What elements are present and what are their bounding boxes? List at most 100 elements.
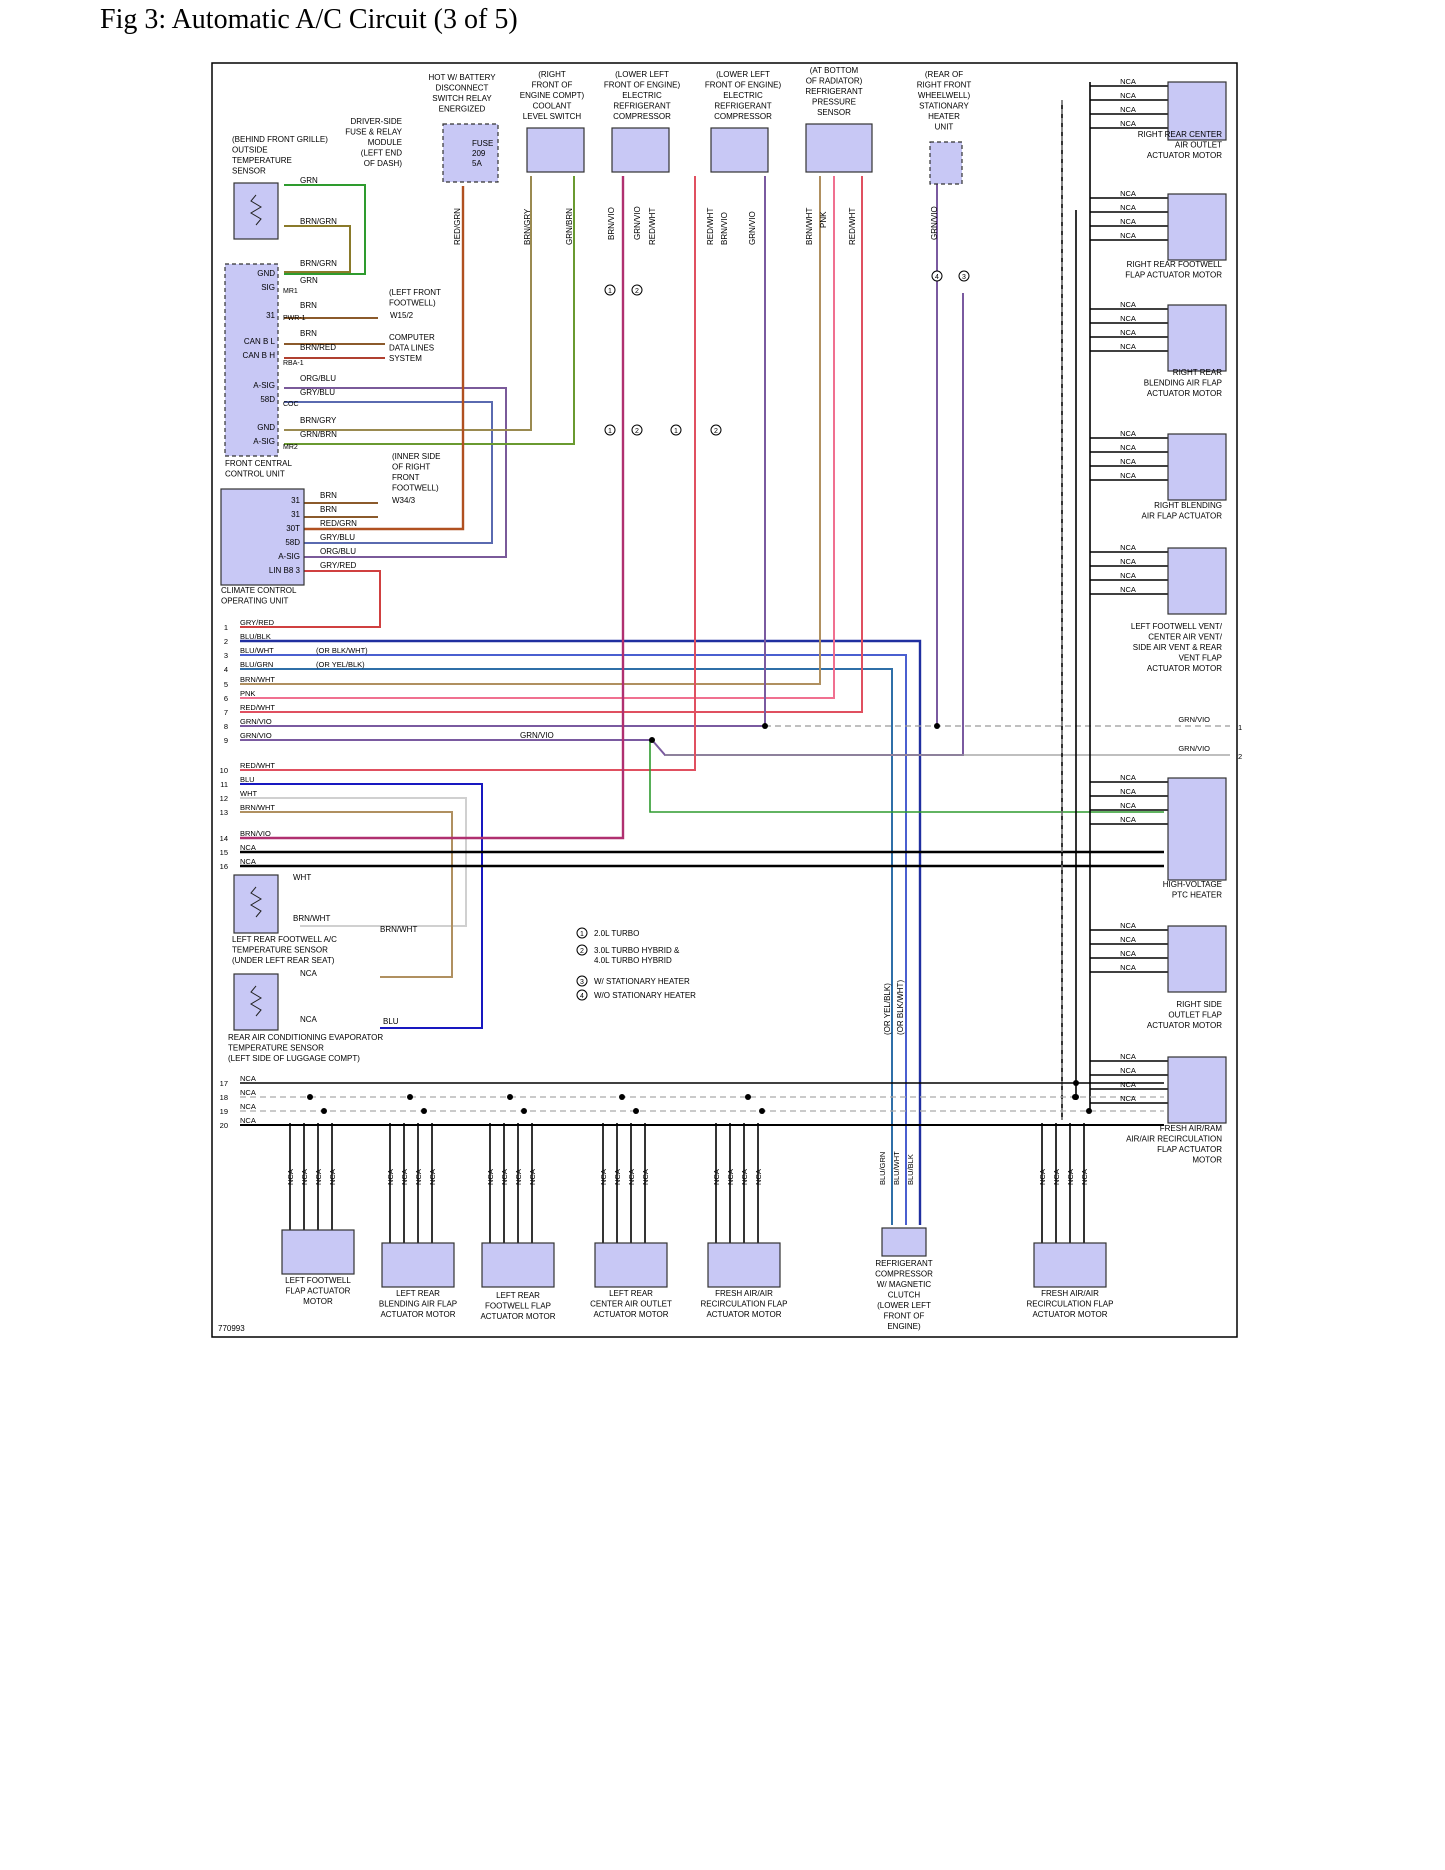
- fcu-pin: SIG: [261, 283, 275, 292]
- bottom-component-label-line: REFRIGERANT: [875, 1259, 932, 1268]
- bus-row-number: 1: [224, 623, 228, 632]
- wire-label: NCA: [300, 969, 318, 978]
- legend-marker: [576, 989, 588, 1001]
- top-component-label-line: COOLANT: [533, 102, 572, 111]
- wire-blu: [240, 783, 483, 1029]
- wire-red-wht: [240, 176, 696, 771]
- bus-row-wire: GRN/VIO: [240, 717, 272, 726]
- bus-row-wire: RED/WHT: [240, 761, 275, 770]
- bus-row-number: 7: [224, 708, 228, 717]
- right-component-label-line: OUTLET FLAP: [1168, 1011, 1222, 1020]
- wire-grn-vio: [651, 293, 964, 756]
- bus-row-wire: GRY/RED: [240, 618, 275, 627]
- thermistor-symbol: [250, 985, 262, 1017]
- bus-row-number: 16: [220, 862, 228, 871]
- bottom-pin-code: NCA: [528, 1169, 537, 1185]
- bus-row-number: 19: [220, 1107, 228, 1116]
- output-number: 1: [1238, 723, 1242, 732]
- splice-dot: [1073, 1080, 1079, 1086]
- splice-dot: [762, 723, 768, 729]
- bus-row-number: 18: [220, 1093, 228, 1102]
- bottom-pin-code: NCA: [500, 1169, 509, 1185]
- bus-row-number: 11: [220, 780, 228, 789]
- wire-label: (OR BLK/WHT): [896, 980, 905, 1035]
- output-number: 2: [1238, 752, 1242, 761]
- right-pin-code: NCA: [1120, 119, 1136, 128]
- wire-label: BRN/WHT: [805, 208, 814, 245]
- bottom-pin-code: NCA: [514, 1169, 523, 1185]
- bottom-pin-code: NCA: [386, 1169, 395, 1185]
- bottom-component-label-line: LEFT REAR: [396, 1289, 440, 1298]
- lrf-sensor-label-line: LEFT REAR FOOTWELL A/C: [232, 935, 337, 944]
- pressure-sensor: [805, 123, 873, 173]
- right-pin-code: NCA: [1120, 1052, 1136, 1061]
- wire-red-wht: [240, 176, 863, 713]
- right-component-label-line: RIGHT REAR FOOTWELL: [1127, 260, 1223, 269]
- option-marker-num: 1: [608, 288, 612, 295]
- ccu-pin: 31: [291, 496, 300, 505]
- bottom-pin-code: NCA: [613, 1169, 622, 1185]
- ccu-pin: LIN B8 3: [269, 566, 301, 575]
- wire-label: BLU/GRN: [878, 1152, 887, 1185]
- right-component-label-line: AIR OUTLET: [1175, 141, 1222, 150]
- right-pin-code: NCA: [1120, 443, 1136, 452]
- bus-row-wire: BRN/WHT: [240, 675, 275, 684]
- components-layer: [220, 81, 1227, 1288]
- connector-label: MR2: [283, 444, 298, 451]
- output-wire: GRN/VIO: [1178, 715, 1210, 724]
- right-pin-code: NCA: [1120, 105, 1136, 114]
- wire-label: RED/GRN: [320, 519, 357, 528]
- wire-label: BLU/BLK: [906, 1154, 915, 1185]
- bottom-pin-code: NCA: [740, 1169, 749, 1185]
- legend-text-line: 3.0L TURBO HYBRID &: [594, 946, 680, 955]
- right-pin-code: NCA: [1120, 1066, 1136, 1075]
- bottom-component-label-line: LEFT FOOTWELL: [285, 1276, 351, 1285]
- wire-blu-grn: [240, 668, 893, 1225]
- top-component-label-line: SENSOR: [817, 108, 851, 117]
- bus-row-wire: NCA: [240, 1102, 256, 1111]
- splice-dot: [745, 1094, 751, 1100]
- right-pin-code: NCA: [1120, 1094, 1136, 1103]
- wire-label: GRN/VIO: [930, 206, 939, 240]
- right-pin-code: NCA: [1120, 787, 1136, 796]
- wire-label: BRN/WHT: [380, 925, 417, 934]
- wire-red-grn: [304, 186, 465, 531]
- option-marker-num: 2: [635, 428, 639, 435]
- right-pin-code: NCA: [1120, 231, 1136, 240]
- wire-label: BRN/GRN: [300, 217, 337, 226]
- legend-text-line: W/O STATIONARY HEATER: [594, 991, 696, 1000]
- right-component-label-line: RIGHT REAR CENTER: [1138, 130, 1223, 139]
- wire-label: BRN: [300, 329, 317, 338]
- thermistor-symbol: [250, 194, 262, 226]
- bottom-component-label-line: CENTER AIR OUTLET: [590, 1300, 672, 1309]
- side-note-line: FRONT: [392, 473, 420, 482]
- bottom-actuator-box: [381, 1242, 455, 1288]
- right-pin-code: NCA: [1120, 935, 1136, 944]
- bus-row-wire: BRN/WHT: [240, 803, 275, 812]
- lrf-sensor-label-line: (UNDER LEFT REAR SEAT): [232, 956, 335, 965]
- right-component-label-line: ACTUATOR MOTOR: [1147, 389, 1222, 398]
- right-component-label-line: FLAP ACTUATOR MOTOR: [1125, 271, 1222, 280]
- top-component-label-line: ENERGIZED: [439, 105, 486, 114]
- bottom-actuator-box: [707, 1242, 781, 1288]
- wire-label: BLU: [383, 1017, 399, 1026]
- side-note-line: OF RIGHT: [392, 463, 430, 472]
- bus-row-number: 4: [224, 665, 228, 674]
- bottom-pin-code: NCA: [1080, 1169, 1089, 1185]
- bottom-pin-code: NCA: [486, 1169, 495, 1185]
- top-component-label-line: MODULE: [368, 138, 402, 147]
- electric-compressor-2: [710, 127, 769, 173]
- top-component-label-line: (LEFT END: [361, 149, 402, 158]
- wire-label: GRN/VIO: [520, 731, 554, 740]
- wire-label: GRN: [300, 276, 318, 285]
- side-note-line: DATA LINES: [389, 344, 434, 353]
- splice-dot: [649, 737, 655, 743]
- wire-label: BRN/GRY: [300, 416, 337, 425]
- fcu-label-line: FRONT CENTRAL: [225, 459, 293, 468]
- bottom-pin-code: NCA: [300, 1169, 309, 1185]
- left-rear-footwell-temp-sensor: [233, 874, 279, 934]
- electric-compressor-1: [611, 127, 670, 173]
- legend-marker-num: 1: [580, 931, 584, 938]
- figure-id: 770993: [218, 1324, 245, 1333]
- bottom-component-label-line: BLENDING AIR FLAP: [379, 1300, 457, 1309]
